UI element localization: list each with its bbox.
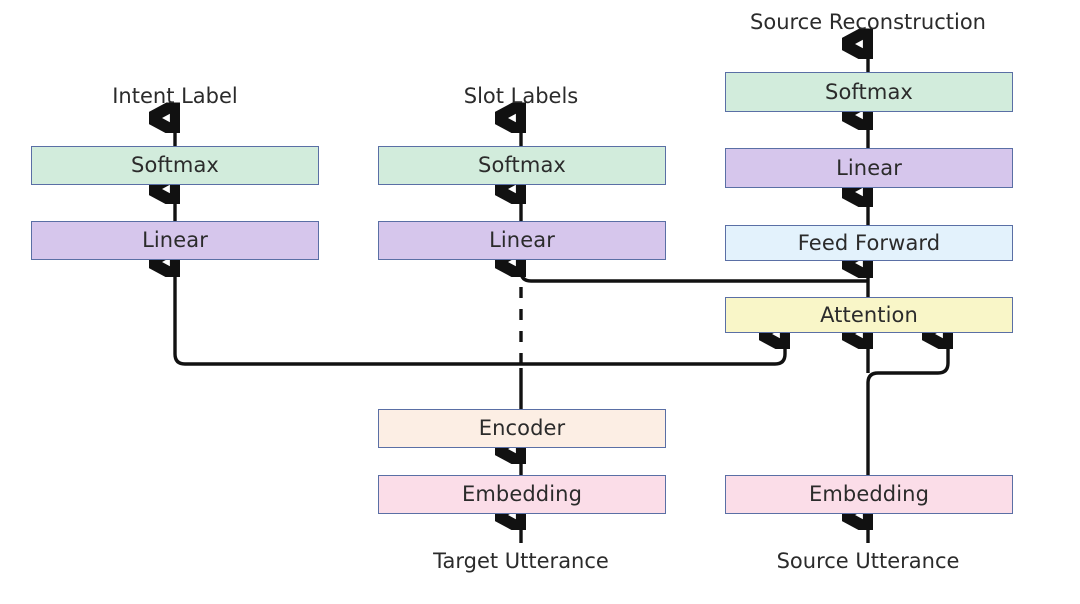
wire-attention-to-mid-linear [521, 262, 868, 283]
node-right-softmax[interactable]: Softmax [725, 72, 1013, 112]
node-left-softmax[interactable]: Softmax [31, 146, 319, 185]
caption-source-reconstruction: Source Reconstruction [750, 10, 986, 34]
node-left-linear[interactable]: Linear [31, 221, 319, 260]
node-feed-forward[interactable]: Feed Forward [725, 225, 1013, 261]
wire-encoder-to-left-linear [175, 262, 521, 366]
wire-encoder-to-attention-left [521, 334, 785, 366]
node-target-embedding[interactable]: Embedding [378, 475, 666, 514]
wire-source-embedding-to-attention-middle [866, 334, 948, 475]
caption-source-utterance: Source Utterance [776, 549, 960, 573]
node-mid-linear[interactable]: Linear [378, 221, 666, 260]
node-source-embedding[interactable]: Embedding [725, 475, 1013, 514]
caption-target-utterance: Target Utterance [433, 549, 609, 573]
caption-slot-labels: Slot Labels [463, 84, 579, 108]
node-attention[interactable]: Attention [725, 297, 1013, 333]
node-encoder[interactable]: Encoder [378, 409, 666, 448]
caption-intent-label: Intent Label [112, 84, 238, 108]
node-right-linear[interactable]: Linear [725, 148, 1013, 188]
node-mid-softmax[interactable]: Softmax [378, 146, 666, 185]
